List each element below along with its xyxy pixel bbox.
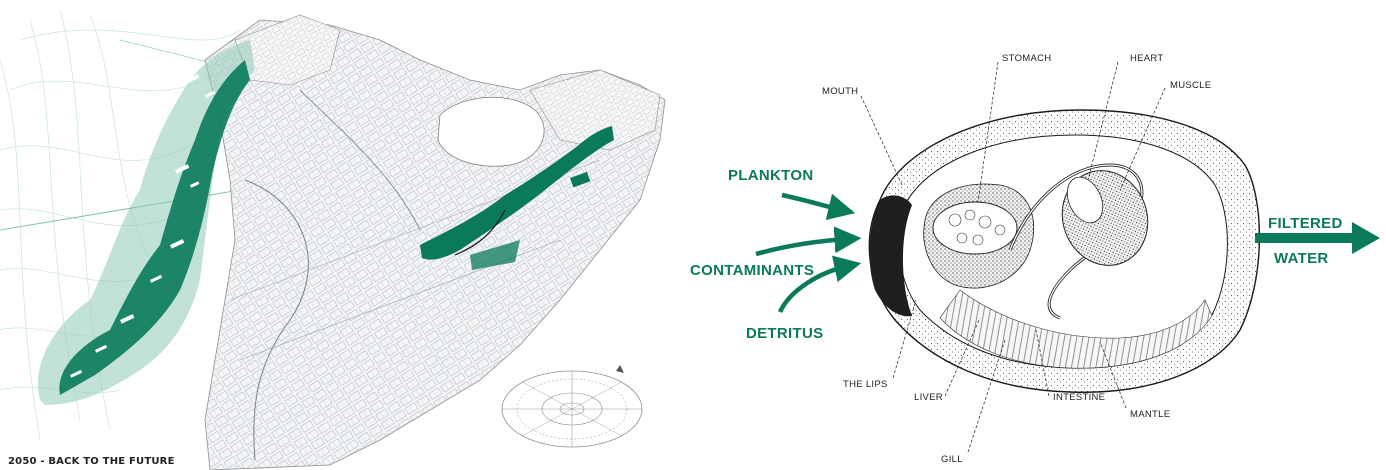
label-filtered: FILTERED — [1268, 215, 1343, 232]
lake — [438, 97, 544, 166]
label-stomach: STOMACH — [1002, 53, 1051, 64]
label-contaminants: CONTAMINANTS — [690, 262, 814, 279]
arrow-contaminants — [756, 239, 848, 254]
coastal-map-drawing — [0, 0, 690, 470]
oyster-diagram: MOUTH STOMACH HEART MUSCLE THE LIPS LIVE… — [690, 0, 1386, 470]
label-liver: LIVER — [914, 392, 943, 403]
oyster-diagram-panel: MOUTH STOMACH HEART MUSCLE THE LIPS LIVE… — [690, 0, 1386, 470]
arrow-plankton — [782, 195, 842, 210]
label-plankton: PLANKTON — [728, 167, 813, 184]
compass-rose — [502, 365, 642, 447]
label-gill: GILL — [941, 454, 963, 465]
label-intestine: INTESTINE — [1053, 392, 1105, 403]
label-mantle: MANTLE — [1130, 409, 1170, 420]
label-heart: HEART — [1130, 53, 1164, 64]
input-arrows — [756, 195, 848, 312]
label-the-lips: THE LIPS — [843, 379, 888, 390]
label-water: WATER — [1274, 250, 1329, 267]
label-detritus: DETRITUS — [746, 325, 823, 342]
coastal-map-panel: 2050 - BACK TO THE FUTURE — [0, 0, 690, 470]
label-muscle: MUSCLE — [1170, 80, 1211, 91]
map-caption: 2050 - BACK TO THE FUTURE — [8, 456, 175, 467]
label-mouth: MOUTH — [822, 86, 858, 97]
